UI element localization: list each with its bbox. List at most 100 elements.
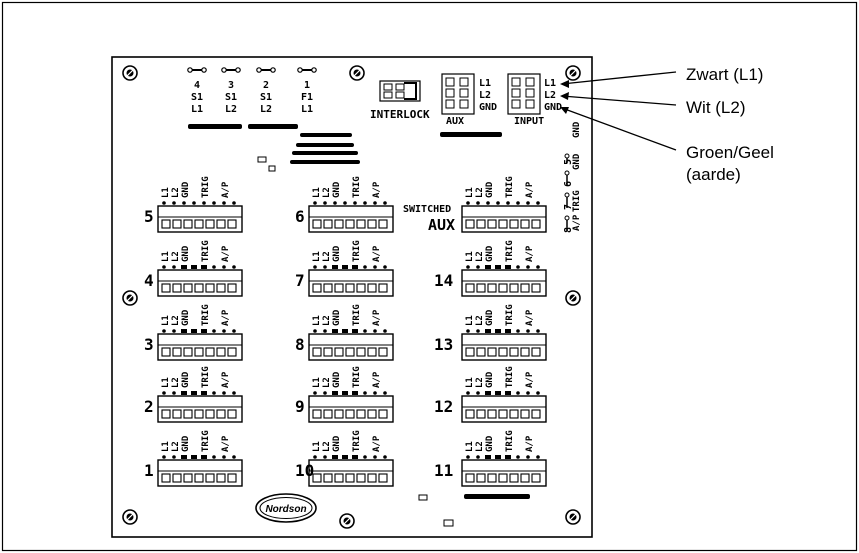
mounting-holes bbox=[122, 65, 581, 529]
fuse-bar bbox=[188, 124, 242, 129]
connector-pin-label: TRIG bbox=[201, 176, 211, 198]
connector-pin-label: A/P bbox=[372, 435, 382, 452]
connector-pin-label: TRIG bbox=[201, 366, 211, 388]
arrowhead bbox=[560, 92, 569, 100]
mounting-hole-icon bbox=[565, 290, 581, 306]
connector-pin-label: L1 bbox=[312, 315, 322, 326]
mounting-hole-icon bbox=[339, 513, 355, 529]
input-connector: L1 L2 GND INPUT bbox=[507, 73, 562, 127]
connector-pin-label: GND bbox=[332, 245, 342, 262]
nordson-logo: Nordson bbox=[255, 493, 317, 523]
connector-pin-label: GND bbox=[181, 245, 191, 262]
connector-pin-label: L1 bbox=[465, 377, 475, 388]
connector-number: 4 bbox=[144, 271, 154, 290]
connector-pin-label: A/P bbox=[221, 245, 231, 262]
connector-pin-label: L2 bbox=[171, 315, 181, 326]
connector-pin-label: TRIG bbox=[352, 304, 362, 326]
connector-pin-label: TRIG bbox=[505, 176, 515, 198]
fuse-label: F1 bbox=[301, 92, 313, 103]
connector-pin-label: TRIG bbox=[201, 304, 211, 326]
connector-pin-label: TRIG bbox=[201, 240, 211, 262]
fuse-bar bbox=[248, 124, 298, 129]
connector-pin-label: GND bbox=[332, 309, 342, 326]
small-pad bbox=[268, 165, 276, 172]
connector-pin-label: TRIG bbox=[352, 366, 362, 388]
connector-pin-label: TRIG bbox=[352, 430, 362, 452]
fuse-label: S1 bbox=[191, 92, 203, 103]
leader-line-wit bbox=[561, 95, 677, 106]
mounting-hole-icon bbox=[122, 65, 138, 81]
switched-aux-label: AUX bbox=[428, 216, 455, 234]
center-bar bbox=[300, 133, 352, 137]
connector-pin-label: L2 bbox=[171, 377, 181, 388]
center-bar bbox=[292, 151, 358, 155]
connector-pin-label: TRIG bbox=[201, 430, 211, 452]
connector-pin-label: L2 bbox=[322, 187, 332, 198]
connector-pin-label: A/P bbox=[221, 309, 231, 326]
connector-number: 7 bbox=[295, 271, 305, 290]
side-strip: GND GND A/P TRIG 5 6 7 8 bbox=[563, 121, 582, 233]
fuse-label: 1 bbox=[304, 80, 310, 91]
connector-pin-label: GND bbox=[332, 435, 342, 452]
connector-pin-label: L2 bbox=[475, 187, 485, 198]
side-strip-pin: TRIG bbox=[572, 190, 582, 212]
connector-pin-label: L1 bbox=[161, 377, 171, 388]
aux-pin-label: GND bbox=[479, 102, 497, 113]
connector-pin-label: TRIG bbox=[505, 240, 515, 262]
connector-pin-label: A/P bbox=[372, 245, 382, 262]
connector-pin-label: A/P bbox=[525, 181, 535, 198]
connector-pin-label: TRIG bbox=[352, 240, 362, 262]
fuse-label: S1 bbox=[225, 92, 237, 103]
connector-number: 1 bbox=[144, 461, 154, 480]
connector-pin-label: L2 bbox=[322, 441, 332, 452]
callout-aarde: (aarde) bbox=[686, 165, 741, 184]
small-pad bbox=[257, 156, 267, 163]
connector-pin-label: GND bbox=[332, 371, 342, 388]
side-strip-pin: A/P bbox=[572, 214, 582, 231]
input-label: INPUT bbox=[514, 116, 544, 127]
connector-pin-label: A/P bbox=[372, 181, 382, 198]
callout-zwart: Zwart (L1) bbox=[686, 65, 763, 84]
connector-number: 14 bbox=[434, 271, 453, 290]
side-strip-number: 8 bbox=[563, 227, 574, 233]
connector-pin-label: GND bbox=[181, 371, 191, 388]
interlock-connector: INTERLOCK bbox=[370, 80, 430, 121]
fuse-label: L1 bbox=[191, 104, 203, 115]
connector-pin-label: TRIG bbox=[505, 366, 515, 388]
connector-number: 8 bbox=[295, 335, 305, 354]
connector-pin-label: L1 bbox=[161, 251, 171, 262]
logo-text: Nordson bbox=[265, 504, 306, 515]
fuse-label: L1 bbox=[301, 104, 313, 115]
center-bar bbox=[296, 143, 354, 147]
input-pin-label: L1 bbox=[544, 78, 556, 89]
mounting-hole-icon bbox=[349, 65, 365, 81]
connector-number: 6 bbox=[295, 207, 305, 226]
connector-pin-label: L1 bbox=[161, 187, 171, 198]
connector-pin-label: GND bbox=[485, 181, 495, 198]
connector-pin-label: GND bbox=[485, 309, 495, 326]
mounting-hole-icon bbox=[122, 509, 138, 525]
connector-pin-label: A/P bbox=[372, 309, 382, 326]
side-strip-pin: GND bbox=[572, 121, 582, 138]
connector-pin-label: L1 bbox=[161, 315, 171, 326]
connector-pin-label: A/P bbox=[221, 181, 231, 198]
callout-lines bbox=[560, 71, 677, 151]
fuse-label: 3 bbox=[228, 80, 234, 91]
connector-pin-label: L1 bbox=[312, 377, 322, 388]
mounting-hole-icon bbox=[122, 290, 138, 306]
small-pad bbox=[443, 519, 454, 527]
